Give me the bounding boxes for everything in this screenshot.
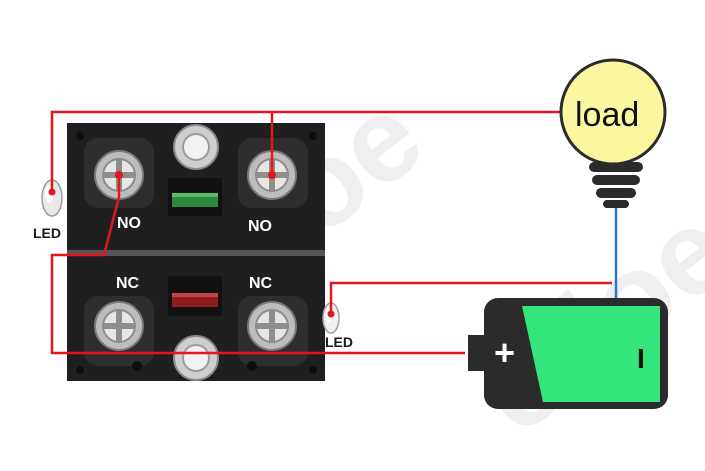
junction-dot [327, 310, 335, 318]
wire-right-led [329, 281, 612, 314]
mount-hole [76, 366, 84, 374]
label-no-left: NO [117, 215, 141, 232]
mount-hole [132, 361, 142, 371]
red-wiring [50, 110, 612, 355]
junction-dot [115, 171, 123, 179]
label-nc-right: NC [249, 275, 273, 292]
wire-to-battery-plus [50, 175, 465, 355]
label-no-right: NO [248, 218, 272, 235]
mount-hole [309, 132, 317, 140]
junction-dot [48, 188, 56, 196]
screw-nc-left [94, 301, 144, 351]
load-label: load [575, 96, 639, 134]
battery-minus: I [637, 343, 645, 374]
mount-hole [309, 366, 317, 374]
lightbulb-icon: load [559, 58, 667, 208]
label-led-left: LED [33, 225, 61, 241]
label-led-right: LED [325, 334, 353, 350]
mount-hole [76, 132, 84, 140]
wire-top [50, 110, 565, 192]
block-divider [67, 250, 325, 256]
battery-icon: + I [468, 298, 668, 409]
battery-plus: + [494, 332, 515, 373]
label-nc-left: NC [116, 275, 140, 292]
screw-nc-right [247, 301, 297, 351]
junction-dot [268, 171, 276, 179]
mount-hole [247, 361, 257, 371]
battery-charge-fill [522, 306, 660, 402]
